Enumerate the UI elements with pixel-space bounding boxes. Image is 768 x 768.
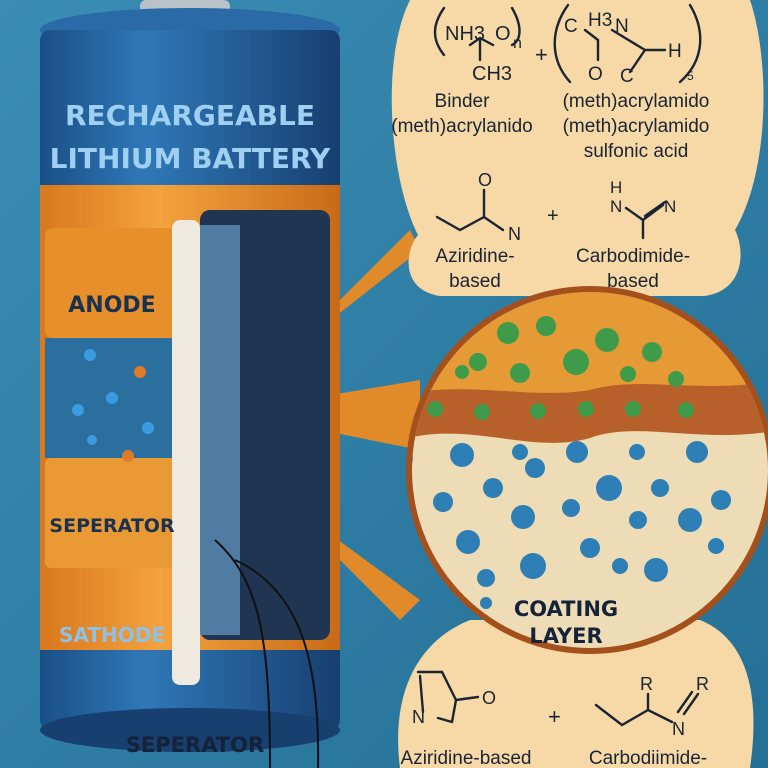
separator-rod	[172, 220, 200, 685]
atom-label: N	[412, 707, 425, 727]
battery-title-line1: RECHARGEABLE	[65, 99, 315, 132]
atom-label: C	[620, 66, 634, 87]
carbodiimide-line2: based	[607, 271, 659, 292]
atom-label: R	[696, 674, 709, 694]
battery: RECHARGEABLE LITHIUM BATTERY ANODE SEPER…	[40, 0, 340, 768]
atom-label: NH3	[445, 23, 485, 45]
atom-label: N	[508, 224, 521, 244]
atom-label: H	[610, 178, 622, 197]
wire	[234, 559, 320, 768]
acid-line3: sulfonic acid	[584, 141, 689, 162]
separator-band	[45, 458, 190, 568]
acid-line1: (meth)acrylamido	[563, 91, 710, 112]
atom-label: n	[513, 35, 522, 52]
atom-label: O	[478, 170, 492, 190]
anode-label: ANODE	[68, 293, 155, 318]
atom-label: H	[668, 41, 682, 62]
atom-label: 5	[687, 69, 694, 83]
binder-line1: Binder	[435, 91, 491, 112]
wire	[214, 539, 271, 768]
aziridine-line2: based	[449, 271, 501, 292]
atom-label: O	[495, 23, 511, 45]
magnified-coating-layer: COATING LAYER	[406, 286, 768, 654]
atom-label: N	[615, 16, 629, 37]
cathode-label: SATHODE	[59, 623, 165, 647]
carbodiimide-label: Carbodiimide-	[589, 748, 707, 768]
atom-label: O	[588, 64, 603, 85]
atom-label: O	[482, 688, 496, 708]
green-particles	[427, 316, 694, 420]
coating-label-line2: LAYER	[529, 624, 602, 648]
plus-sign: +	[547, 205, 559, 227]
atom-label: R	[640, 674, 653, 694]
atom-label: N	[672, 719, 685, 739]
bottom-separator-label: SEPERATOR	[126, 733, 264, 757]
plus-sign: +	[535, 42, 548, 67]
plus-sign: +	[548, 704, 561, 729]
atom-label: C	[564, 16, 578, 37]
atom-label: N	[664, 197, 676, 216]
aziridine-label: Aziridine-based	[401, 748, 532, 768]
binder-line2: (meth)acrylanido	[391, 116, 533, 137]
aziridine-line1: Aziridine-	[435, 246, 514, 267]
battery-title-line2: LITHIUM BATTERY	[50, 142, 331, 175]
atom-label: N	[610, 197, 622, 216]
bottom-callout-bubble: N O + R R N Aziridine-based Carbodiimide…	[398, 620, 754, 768]
atom-label: CH3	[472, 63, 512, 85]
anode-band	[45, 228, 190, 338]
acid-line2: (meth)acrylamido	[563, 116, 710, 137]
atom-label: H3	[588, 10, 612, 31]
top-callout-bubble: NH3 O n CH3 + C H3 N H O C 5 Binder (met…	[391, 0, 764, 296]
coating-label-line1: COATING	[514, 597, 618, 621]
carbodiimide-line1: Carbodimide-	[576, 246, 690, 267]
separator-label: SEPERATOR	[49, 515, 175, 537]
